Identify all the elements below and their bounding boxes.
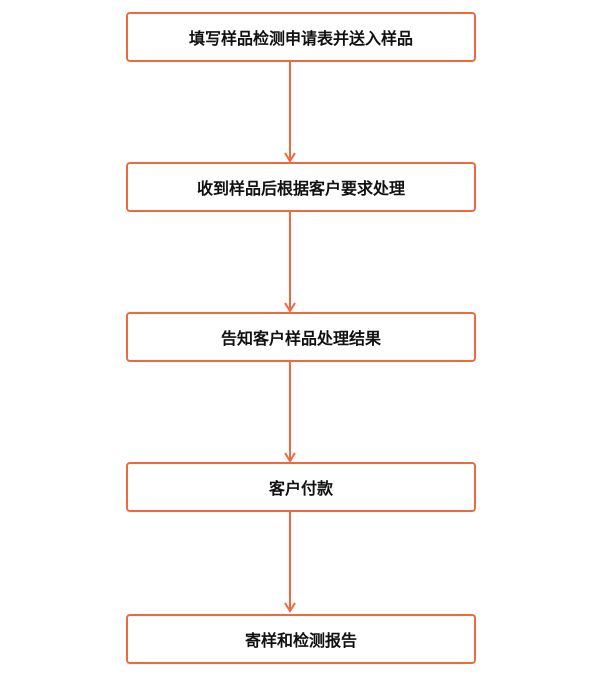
step-label-process-sample: 收到样品后根据客户要求处理	[196, 179, 405, 198]
step-box-submit-sample: 填写样品检测申请表并送入样品	[126, 12, 476, 62]
arrow-connector-4	[284, 512, 296, 613]
arrow-connector-1	[284, 62, 296, 163]
step-box-notify-result: 告知客户样品处理结果	[126, 312, 476, 362]
step-label-send-report: 寄样和检测报告	[244, 631, 357, 650]
arrow-connector-3	[284, 362, 296, 463]
arrow-connector-2	[284, 212, 296, 313]
step-box-process-sample: 收到样品后根据客户要求处理	[126, 162, 476, 212]
step-box-send-report: 寄样和检测报告	[126, 614, 476, 664]
step-box-payment: 客户付款	[126, 462, 476, 512]
step-label-payment: 客户付款	[268, 479, 333, 498]
step-label-submit-sample: 填写样品检测申请表并送入样品	[188, 29, 413, 48]
step-label-notify-result: 告知客户样品处理结果	[220, 329, 381, 348]
